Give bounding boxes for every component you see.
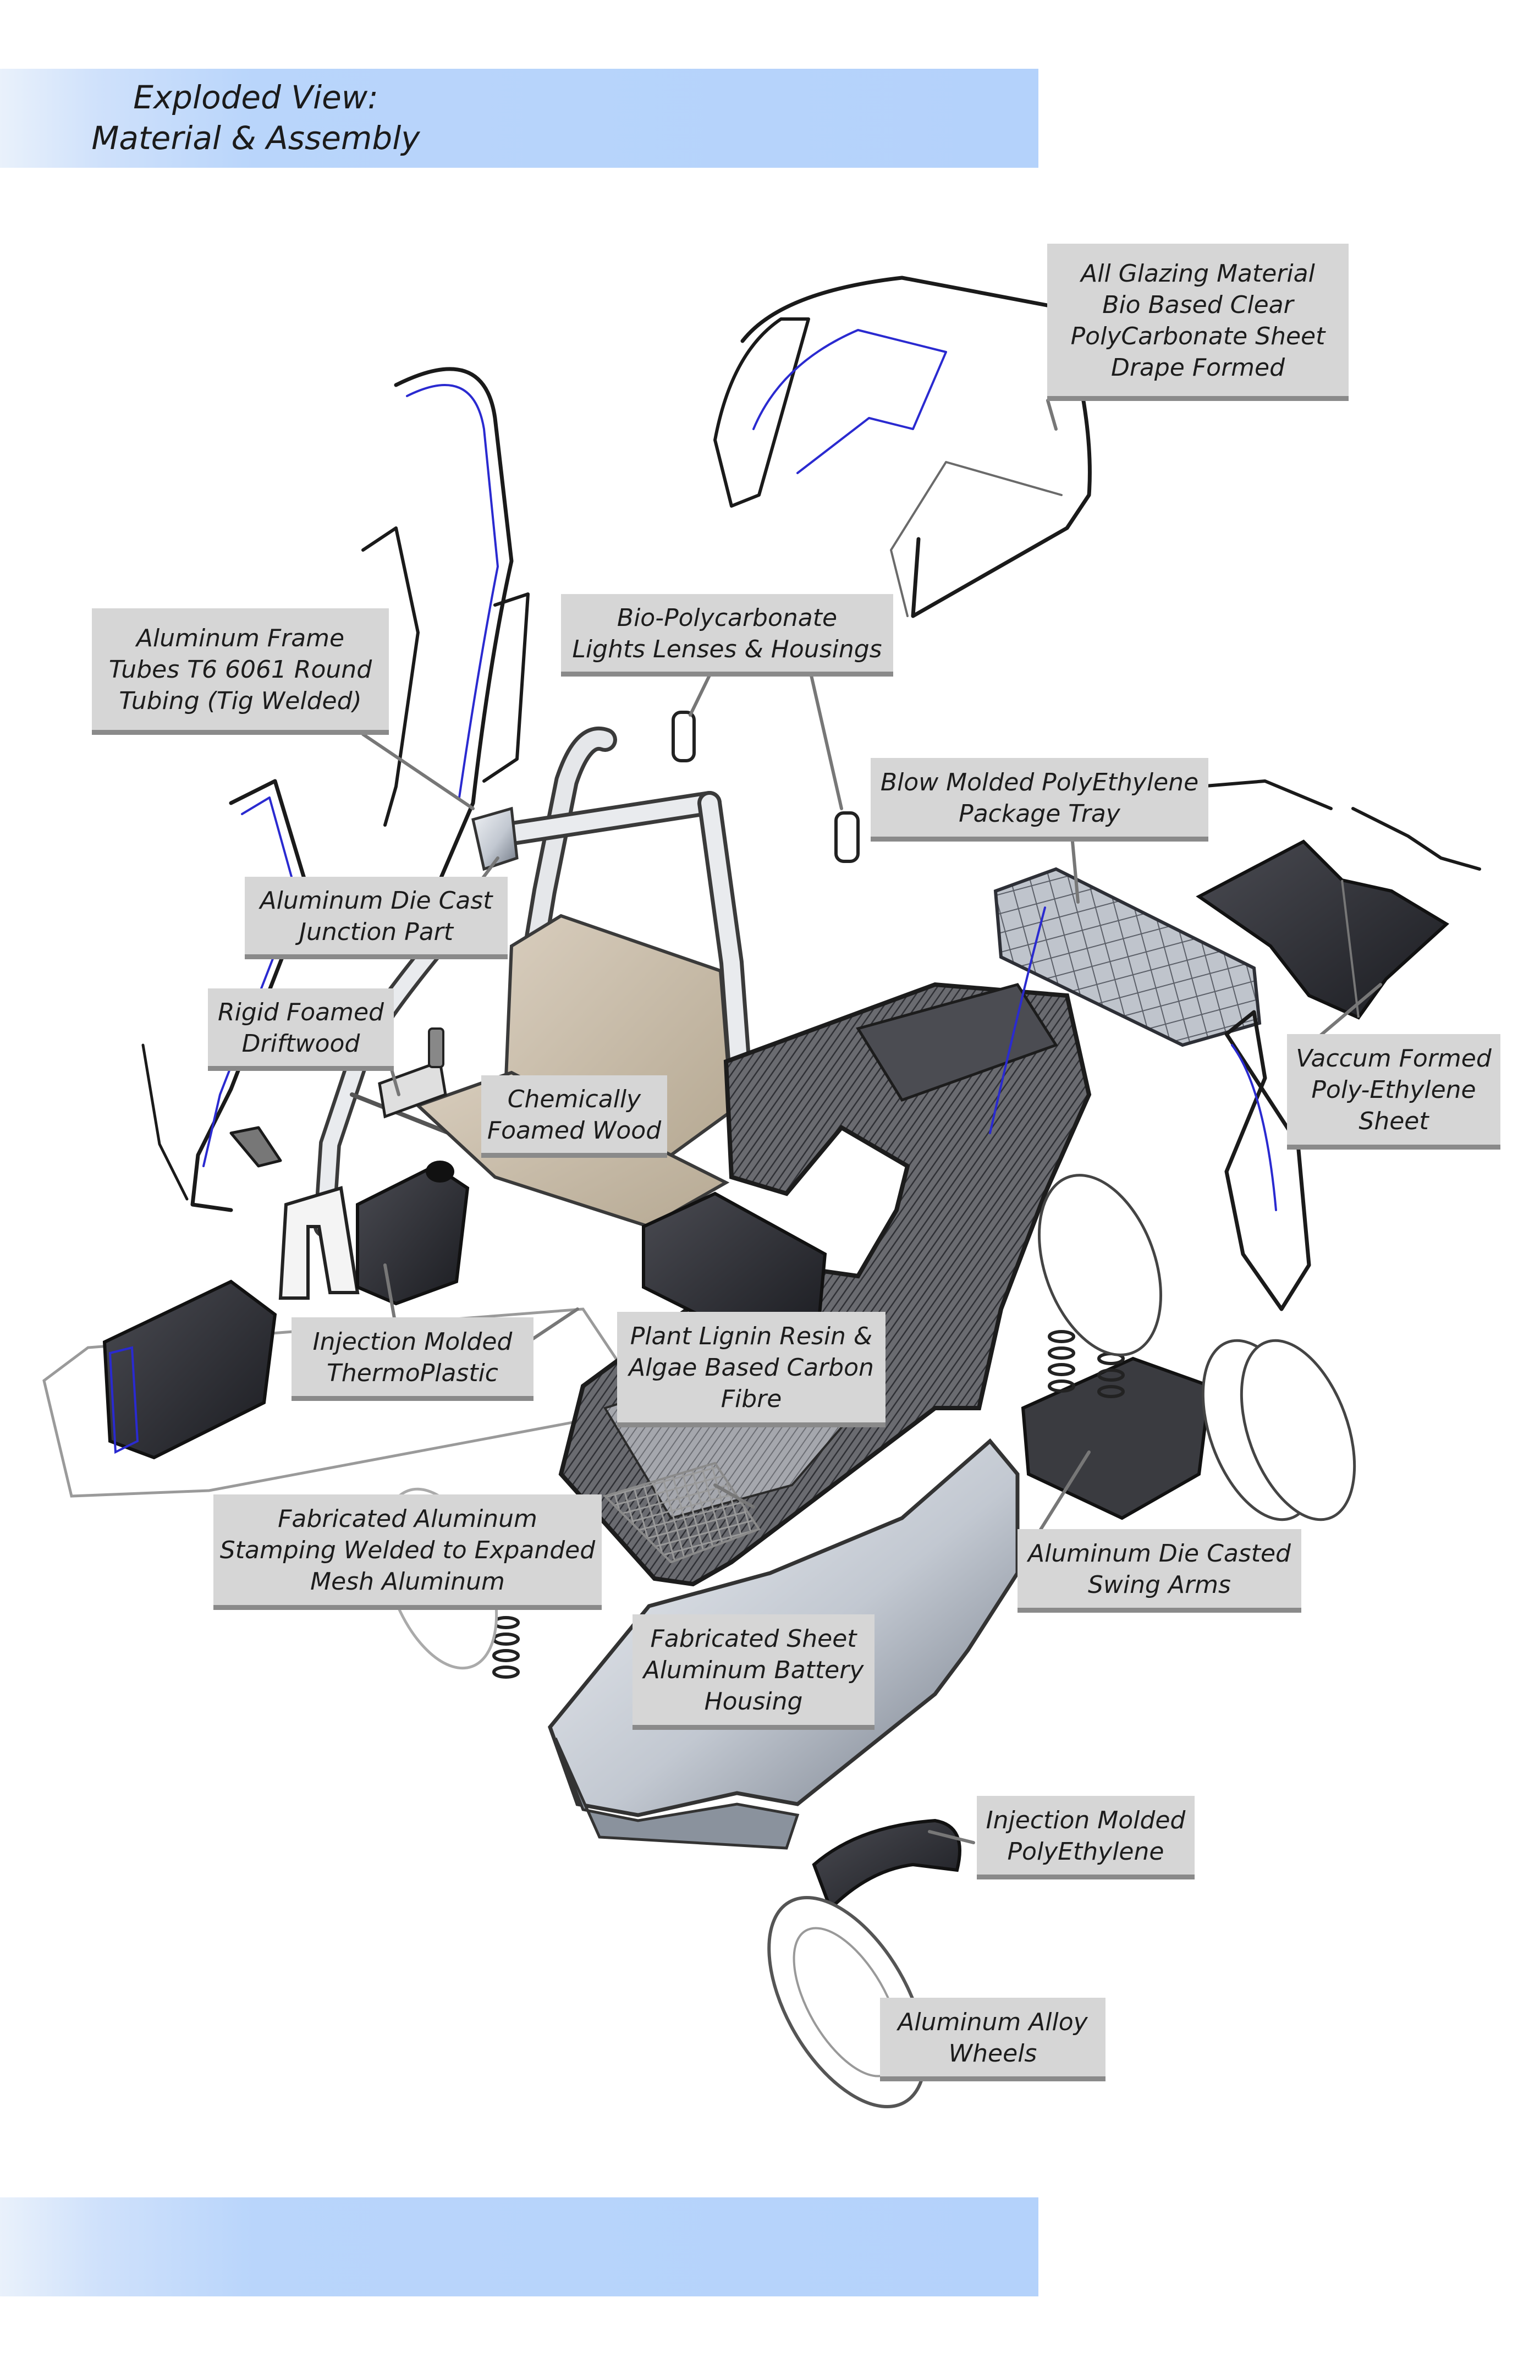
callout-battery-line: Housing [704, 1688, 803, 1716]
callout-junction-line: Junction Part [299, 917, 454, 946]
callout-swing-arms-line: Aluminum Die Casted [1028, 1539, 1291, 1568]
callout-lights-line: Lights Lenses & Housings [572, 635, 882, 663]
callout-lights: Bio-Polycarbonate Lights Lenses & Housin… [561, 594, 893, 677]
callout-driftwood: Rigid Foamed Driftwood [208, 988, 394, 1071]
callout-glazing-line: Drape Formed [1110, 353, 1285, 382]
callout-battery-line: Aluminum Battery [643, 1656, 864, 1684]
vacuum-formed-sheet [1196, 839, 1450, 1020]
page-title-line-2: Material & Assembly [91, 119, 420, 157]
light-lens-upper [672, 711, 696, 762]
junction-part [471, 806, 519, 871]
callout-fender: Injection Molded PolyEthylene [977, 1796, 1195, 1879]
page-title-line-1: Exploded View: [133, 79, 378, 116]
callout-fender-line: PolyEthylene [1007, 1837, 1164, 1866]
callout-glazing-line: Bio Based Clear [1102, 290, 1294, 319]
swing-arms [1021, 1356, 1212, 1520]
driftwood-handle [428, 1027, 444, 1068]
battery-housing-base [554, 1737, 800, 1850]
callout-driftwood-line: Driftwood [241, 1029, 360, 1058]
callout-vacuum-sheet-line: Sheet [1358, 1107, 1429, 1135]
callout-carbon-fibre-line: Fibre [721, 1385, 782, 1413]
callout-carbon-fibre-line: Algae Based Carbon [629, 1354, 874, 1382]
callout-wheels-line: Wheels [948, 2039, 1037, 2068]
light-lens-lower [834, 811, 860, 863]
callout-frame-tubes-line: Tubing (Tig Welded) [119, 687, 362, 715]
callout-glazing-line: PolyCarbonate Sheet [1070, 322, 1326, 350]
callout-frame-tubes-line: Tubes T6 6061 Round [108, 656, 372, 684]
callout-package-tray-line: Package Tray [959, 799, 1120, 828]
callout-frame-tubes-line: Aluminum Frame [136, 624, 345, 652]
driftwood-block [378, 1059, 447, 1119]
callout-mesh-line: Mesh Aluminum [310, 1568, 505, 1596]
callout-swing-arms-line: Swing Arms [1088, 1570, 1231, 1599]
left-glazing-panel [361, 367, 530, 882]
callout-lights-line: Bio-Polycarbonate [617, 603, 838, 632]
callout-battery-line: Fabricated Sheet [650, 1625, 857, 1653]
callout-foamed-wood-line: Foamed Wood [487, 1116, 662, 1145]
callout-junction-line: Aluminum Die Cast [260, 886, 493, 915]
callout-vacuum-sheet: Vaccum Formed Poly-Ethylene Sheet [1287, 1034, 1500, 1150]
callout-carbon-fibre: Plant Lignin Resin & Algae Based Carbon … [617, 1312, 886, 1427]
header-band [0, 69, 1038, 168]
package-tray [993, 867, 1262, 1047]
callout-thermoplastic-line: Injection Molded [312, 1327, 513, 1356]
frame-stand [278, 1186, 360, 1300]
callout-vacuum-sheet-line: Poly-Ethylene [1311, 1076, 1476, 1104]
callout-glazing-line: All Glazing Material [1081, 259, 1315, 288]
callout-wheels: Aluminum Alloy Wheels [880, 1998, 1106, 2081]
page-title: Exploded View: Material & Assembly [0, 77, 512, 158]
callout-foamed-wood-line: Chemically [507, 1085, 641, 1113]
callout-driftwood-line: Rigid Foamed [218, 998, 384, 1026]
callout-junction: Aluminum Die Cast Junction Part [245, 877, 508, 959]
callout-vacuum-sheet-line: Vaccum Formed [1296, 1045, 1492, 1073]
callout-frame-tubes: Aluminum Frame Tubes T6 6061 Round Tubin… [92, 608, 389, 735]
callout-carbon-fibre-line: Plant Lignin Resin & [630, 1322, 873, 1350]
callout-mesh-line: Fabricated Aluminum [278, 1505, 537, 1533]
footer-band [0, 2197, 1038, 2296]
front-fender [812, 1818, 961, 1912]
callout-package-tray: Blow Molded PolyEthylene Package Tray [871, 758, 1208, 842]
callout-wheels-line: Aluminum Alloy [898, 2008, 1088, 2036]
callout-package-tray-line: Blow Molded PolyEthylene [880, 768, 1199, 796]
thermoplastic-bin [356, 1164, 470, 1306]
callout-fender-line: Injection Molded [986, 1806, 1186, 1834]
callout-thermoplastic: Injection Molded ThermoPlastic [292, 1317, 534, 1401]
thermoplastic-box [102, 1279, 277, 1460]
callout-battery: Fabricated Sheet Aluminum Battery Housin… [632, 1614, 875, 1730]
callout-swing-arms: Aluminum Die Casted Swing Arms [1018, 1529, 1301, 1613]
callout-thermoplastic-line: ThermoPlastic [326, 1359, 499, 1387]
bin-cup [426, 1161, 454, 1183]
callout-mesh: Fabricated Aluminum Stamping Welded to E… [213, 1494, 602, 1610]
callout-glazing: All Glazing Material Bio Based Clear Pol… [1047, 244, 1349, 401]
right-glazing-panel [713, 276, 1092, 618]
callout-mesh-line: Stamping Welded to Expanded [219, 1536, 596, 1564]
callout-foamed-wood: Chemically Foamed Wood [481, 1075, 667, 1158]
tub-inner-wall [856, 983, 1058, 1102]
